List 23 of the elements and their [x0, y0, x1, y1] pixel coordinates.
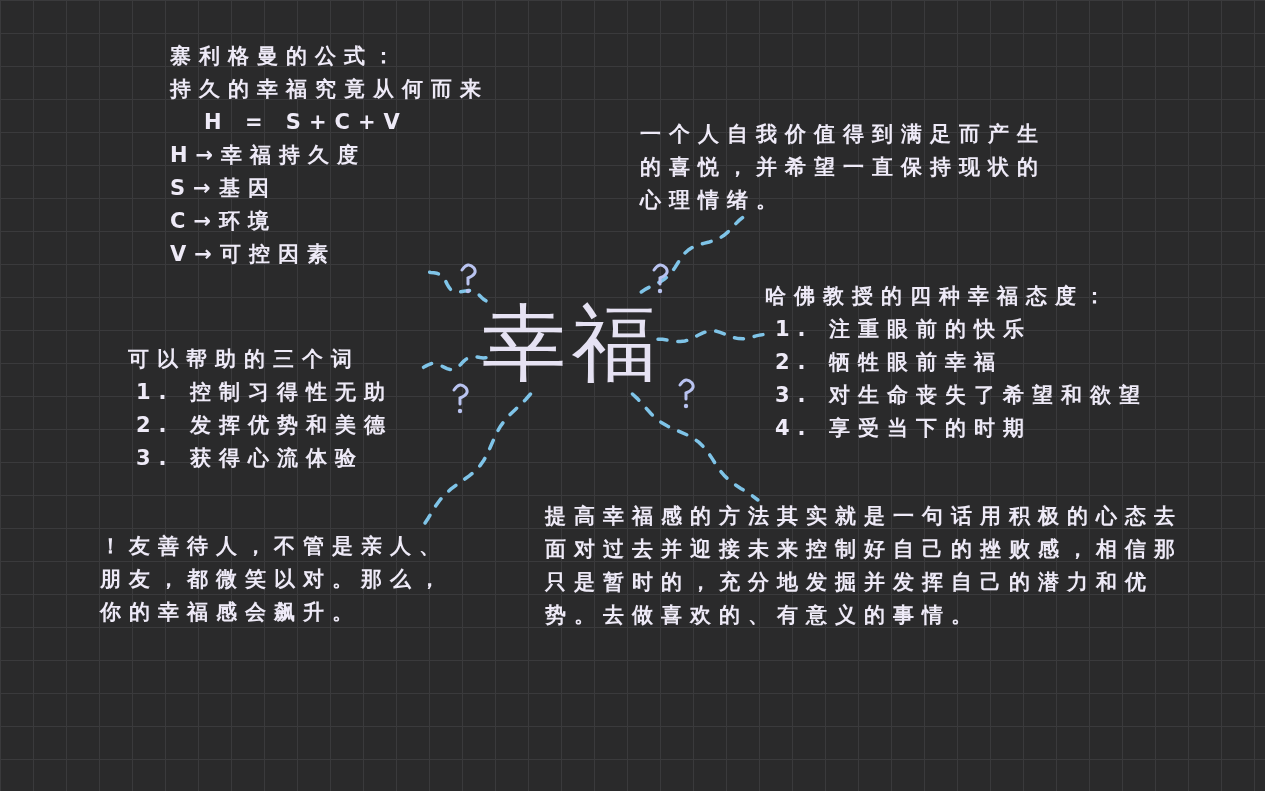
list-item: H→幸福持久度 — [170, 142, 367, 169]
wavy-connector — [639, 215, 745, 294]
list-item: 3. 对生命丧失了希望和欲望 — [774, 382, 1148, 409]
wavy-connector — [630, 392, 760, 502]
list-item: 1. 控制习得性无助 — [135, 379, 393, 406]
list-item: 1. 注重眼前的快乐 — [774, 316, 1032, 343]
topic-title: 幸福 — [482, 288, 662, 398]
heading-text: 可以帮助的三个词 — [128, 346, 360, 373]
list-item: 2. 发挥优势和美德 — [135, 412, 393, 439]
list-item: S→基因 — [170, 175, 277, 202]
list-item: 2. 牺牲眼前幸福 — [774, 349, 1003, 376]
list-item: 3. 获得心流体验 — [135, 445, 364, 472]
list-item: 4. 享受当下的时期 — [774, 415, 1032, 442]
list-item: H = S+C+V — [203, 109, 408, 136]
note-text: 一个人自我价值得到满足而产生的喜悦，并希望一直保持现状的心理情绪。 — [640, 118, 1070, 217]
list-item: 持久的幸福究竟从何而来 — [170, 76, 489, 103]
list-item: V→可控因素 — [170, 241, 336, 268]
wavy-connector — [656, 329, 767, 344]
heading-text: 哈佛教授的四种幸福态度： — [765, 283, 1113, 310]
list-item: C→环境 — [170, 208, 277, 235]
note-text: ！友善待人，不管是亲人、朋友，都微笑以对。那么，你的幸福感会飙升。 — [100, 530, 472, 629]
note-text: 提高幸福感的方法其实就是一句话用积极的心态去面对过去并迎接未来控制好自己的挫败感，相信那只是暂时的，充分地发掘并发挥自己的潜力和优势。去做喜欢的、有意义的事情。 — [545, 500, 1190, 632]
heading-text: 寨利格曼的公式： — [170, 43, 402, 70]
